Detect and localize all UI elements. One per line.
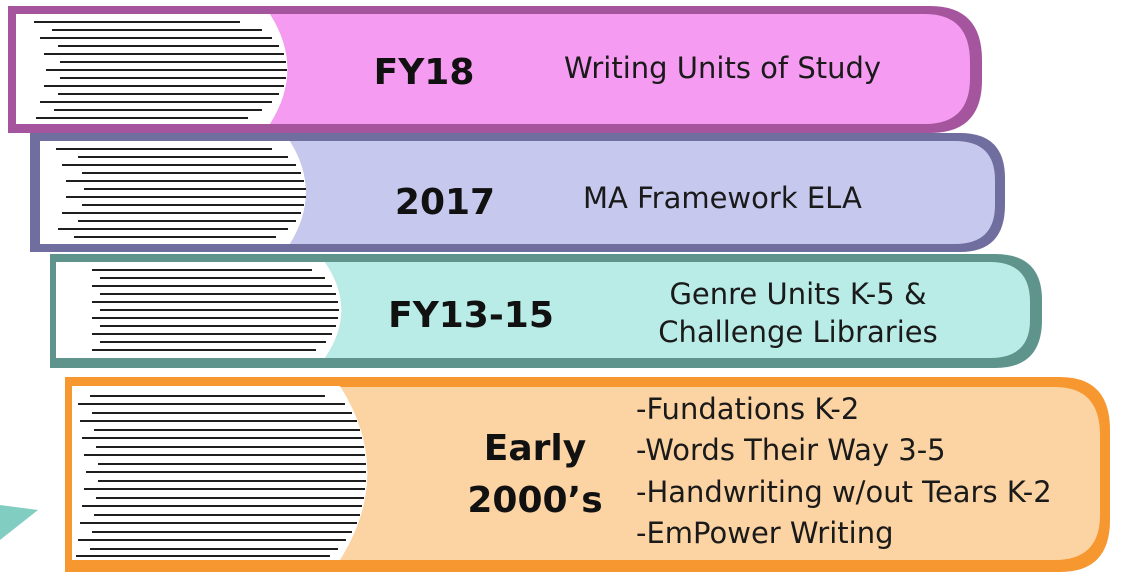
year-label-2017: 2017 [394, 182, 496, 223]
book-spine-panel [290, 141, 995, 244]
year-label-fy13-15: FY13-15 [388, 295, 554, 336]
book-page-lines [76, 395, 366, 557]
book-early-2000s [65, 377, 1110, 572]
year-label-fy18: FY18 [373, 52, 475, 93]
book-2017 [30, 133, 1005, 252]
book-fy18 [8, 6, 982, 133]
description-early-2000s-line-1: -Fundations K-2 [636, 392, 860, 426]
description-early-2000s-line-4: -EmPower Writing [636, 516, 894, 550]
book-page-lines [56, 148, 306, 238]
description-2017-line-1: MA Framework ELA [583, 181, 862, 215]
year-label-early-2000s-line-1: Early [483, 428, 587, 469]
book-spine-panel [325, 262, 1030, 358]
book-spine-panel [340, 387, 1100, 560]
book-spine-panel [270, 14, 970, 124]
book-fy13-15 [50, 254, 1042, 368]
description-fy13-15-line-1: Genre Units K-5 & [669, 277, 927, 311]
teal-edge-decoration [0, 505, 38, 540]
book-page-lines [34, 21, 287, 119]
description-fy18-line-1: Writing Units of Study [564, 51, 882, 85]
book-pages [40, 141, 306, 244]
year-label-early-2000s-line-2: 2000’s [467, 480, 603, 521]
book-page-lines [92, 269, 339, 351]
description-early-2000s-line-3: -Handwriting w/out Tears K-2 [636, 475, 1052, 509]
description-early-2000s-line-2: -Words Their Way 3-5 [636, 433, 946, 467]
description-fy13-15-line-2: Challenge Libraries [658, 315, 938, 349]
